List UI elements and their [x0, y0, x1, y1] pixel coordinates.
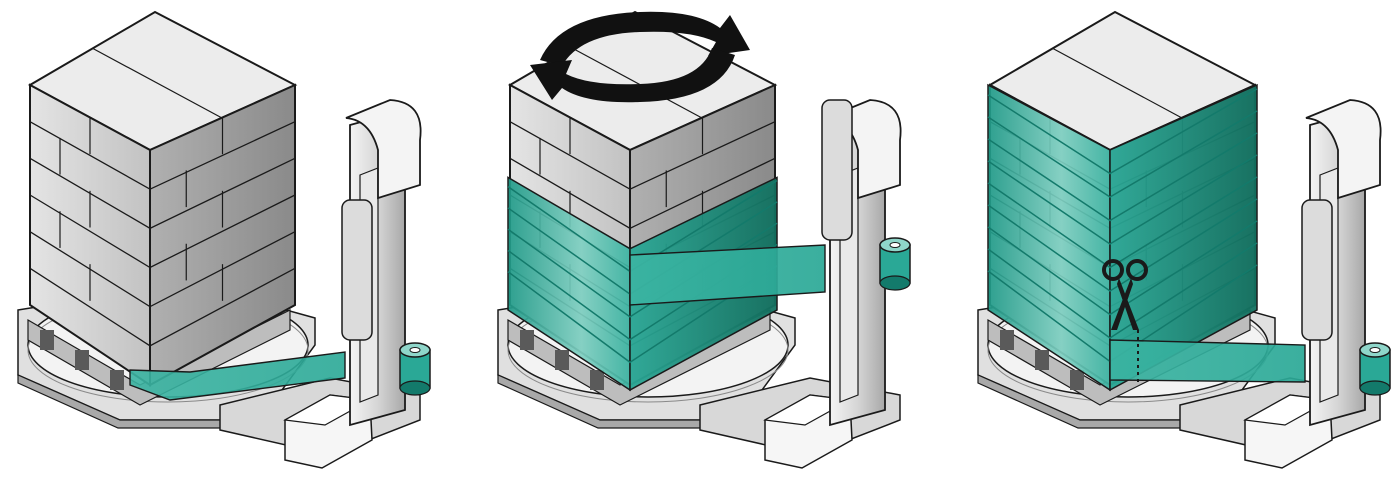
film-roll-core — [410, 348, 420, 353]
pallet-block — [555, 350, 569, 370]
pallet-block — [590, 370, 604, 390]
film-band — [630, 245, 825, 305]
panel-step-3 — [978, 12, 1390, 468]
panel-step-1 — [18, 12, 430, 468]
pallet-block — [110, 370, 124, 390]
pallet-block — [40, 330, 54, 350]
film-roll-bottom — [880, 276, 910, 290]
film-roll-bottom — [1360, 381, 1390, 395]
film-roll-bottom — [400, 381, 430, 395]
carriage — [822, 100, 852, 240]
film-roll-core — [1370, 348, 1380, 353]
carriage — [1302, 200, 1332, 340]
carriage — [342, 200, 372, 340]
pallet-block — [520, 330, 534, 350]
pallet-block — [1070, 370, 1084, 390]
film-band — [1110, 340, 1305, 382]
film-roll-core — [890, 243, 900, 248]
pallet-block — [75, 350, 89, 370]
pallet-block — [1035, 350, 1049, 370]
pallet-block — [1000, 330, 1014, 350]
panel-step-2 — [498, 12, 910, 468]
